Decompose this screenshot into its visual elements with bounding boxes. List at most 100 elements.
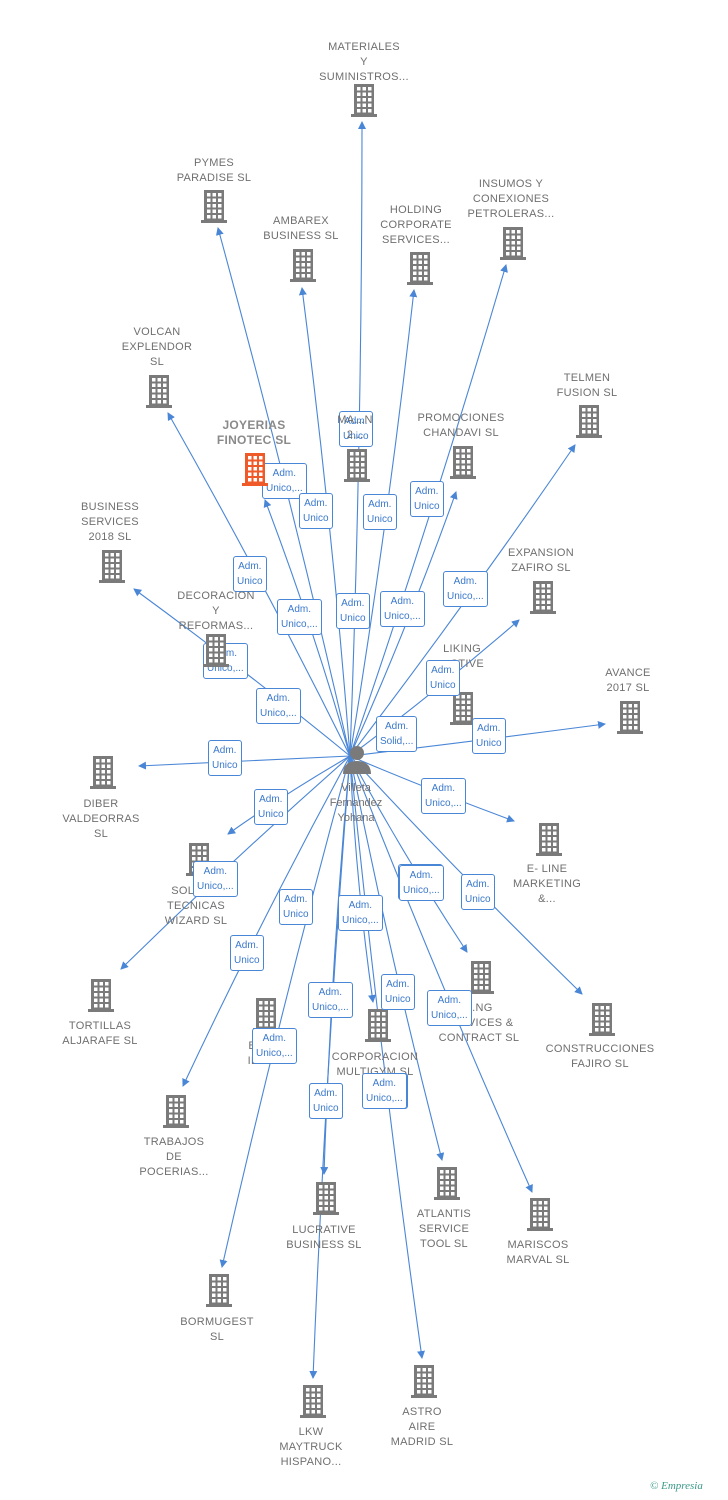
company-label-bormugest[interactable]: BORMUGEST SL [180, 1316, 254, 1343]
building-icon[interactable] [87, 754, 119, 790]
building-icon[interactable] [200, 632, 232, 668]
building-icon[interactable] [408, 1363, 440, 1399]
edge-astro [349, 755, 425, 1359]
company-label-materiales[interactable]: MATERIALES Y SUMINISTROS... [319, 41, 409, 83]
person-label: Villeta Fernandez Yohana [329, 782, 383, 824]
edge-mariscos [349, 755, 533, 1193]
company-label-construcciones[interactable]: CONSTRUCCIONES FAJIRO SL [545, 1043, 655, 1070]
relation-badge: Adm. Unico,... [399, 865, 444, 901]
brand-name: Empresia [661, 1480, 703, 1492]
building-icon[interactable] [497, 225, 529, 261]
building-icon[interactable] [250, 996, 282, 1032]
relation-badge: Adm. Unico [299, 493, 333, 529]
person-node[interactable] [322, 744, 392, 779]
company-label-diber[interactable]: DIBER VALDEORRAS SL [62, 798, 140, 840]
relation-badge: Adm. Unico,... [421, 778, 466, 814]
company-label-astro[interactable]: ASTRO AIRE MADRID SL [390, 1406, 454, 1448]
relation-badge: Adm. Unico [254, 789, 288, 825]
relation-badge: Adm. Unico,... [338, 895, 383, 931]
relation-badge: Adm. Unico [230, 935, 264, 971]
company-label-insumos[interactable]: INSUMOS Y CONEXIONES PETROLERAS... [467, 178, 555, 220]
company-label-eline[interactable]: E- LINE MARKETING &... [512, 863, 582, 905]
edge-atlantis [349, 755, 445, 1161]
edge-trabajos [182, 755, 351, 1087]
relation-badge: Adm. Unico [279, 889, 313, 925]
company-label-expansion[interactable]: EXPANSION ZAFIRO SL [507, 547, 575, 574]
company-label-volcan[interactable]: VOLCAN EXPLENDOR SL [121, 326, 193, 368]
relation-badge: Adm. Unico [208, 740, 242, 776]
building-icon[interactable] [447, 444, 479, 480]
building-icon[interactable] [160, 1093, 192, 1129]
relation-badge: Adm. Unico,... [380, 591, 425, 627]
building-icon[interactable] [431, 1165, 463, 1201]
company-label-joyerias[interactable]: JOYERIAS FINOTEC SL [216, 418, 292, 447]
building-icon[interactable] [524, 1196, 556, 1232]
relation-badge: Adm. Unico [472, 718, 506, 754]
building-icon[interactable] [310, 1180, 342, 1216]
relation-badge: Adm. Unico [339, 411, 373, 447]
building-icon[interactable] [465, 959, 497, 995]
company-label-tortillas[interactable]: TORTILLAS ALJARAFE SL [62, 1020, 138, 1047]
relation-badge: Adm. Unico [233, 556, 267, 592]
company-label-decoracion[interactable]: DECORACION Y REFORMAS... [177, 590, 255, 632]
building-icon[interactable] [533, 821, 565, 857]
company-label-mas[interactable]: MA...N 2... [337, 414, 373, 441]
company-label-trabajos[interactable]: TRABAJOS DE POCERIAS... [139, 1136, 209, 1178]
relation-badge: Adm. Unico [363, 494, 397, 530]
company-label-avance[interactable]: AVANCE 2017 SL [605, 667, 651, 694]
company-label-atlantis[interactable]: ATLANTIS SERVICE TOOL SL [416, 1208, 472, 1250]
relation-badge: Adm. Unico,... [256, 688, 301, 724]
building-icon[interactable] [297, 1383, 329, 1419]
relation-badge: Adm. Unico,... [252, 1028, 297, 1064]
building-icon[interactable] [614, 699, 646, 735]
building-icon[interactable] [447, 690, 479, 726]
company-label-ambarex[interactable]: AMBAREX BUSINESS SL [263, 215, 339, 242]
relation-badge: Adm. Unico,... [262, 463, 307, 499]
relation-badge: Adm. Unico,... [443, 571, 488, 607]
company-label-corporacion[interactable]: CORPORACION MULTIGYM SL [331, 1051, 419, 1078]
relation-badge: Adm. Unico,... [277, 599, 322, 635]
relation-badge: Adm. Unico,... [427, 990, 472, 1026]
company-label-telmen[interactable]: TELMEN FUSION SL [556, 372, 618, 399]
relation-badge: Adm. Unico [426, 660, 460, 696]
building-icon[interactable] [85, 977, 117, 1013]
building-icon[interactable] [527, 579, 559, 615]
edge-lkw [309, 755, 351, 1379]
edge-bormugest [219, 755, 351, 1268]
company-label-mariscos[interactable]: MARISCOS MARVAL SL [506, 1239, 570, 1266]
relation-badge: Adm. Unico,... [308, 982, 353, 1018]
company-label-promociones[interactable]: PROMOCIONES CHANDAVI SL [417, 412, 505, 439]
company-label-lucrative[interactable]: LUCRATIVE BUSINESS SL [286, 1224, 362, 1251]
building-icon[interactable] [573, 403, 605, 439]
company-label-liking[interactable]: LIKING ...CTIVE [440, 643, 484, 670]
building-icon[interactable] [341, 447, 373, 483]
edge-diber [138, 755, 351, 770]
company-label-pymes[interactable]: PYMES PARADISE SL [176, 157, 252, 184]
building-icon[interactable] [348, 82, 380, 118]
building-icon[interactable] [287, 247, 319, 283]
relation-badge: Adm. Unico,... [193, 861, 238, 897]
building-icon[interactable] [198, 188, 230, 224]
edge-ing [349, 755, 468, 953]
company-label-lkw[interactable]: LKW MAYTRUCK HISPANO... [279, 1426, 343, 1468]
edge-corporacion [349, 755, 376, 1003]
copyright-symbol: © [650, 1480, 659, 1492]
building-icon[interactable] [362, 1007, 394, 1043]
relation-badge: Adm. Unico [381, 974, 415, 1010]
building-icon[interactable] [96, 548, 128, 584]
relation-badge: Adm. Unico [336, 593, 370, 629]
relation-badge: Adm. Unico,... [362, 1073, 407, 1109]
building-icon[interactable] [586, 1001, 618, 1037]
relation-badge: Adm. Unico [461, 874, 495, 910]
company-label-holding[interactable]: HOLDING CORPORATE SERVICES... [380, 204, 452, 246]
person-icon [343, 746, 371, 774]
relation-badge: Adm. Unico [309, 1083, 343, 1119]
company-label-business2018[interactable]: BUSINESS SERVICES 2018 SL [80, 501, 140, 543]
relation-badge: Adm. Solid,... [376, 716, 418, 752]
building-icon[interactable] [404, 250, 436, 286]
building-icon[interactable] [239, 451, 271, 487]
building-icon[interactable] [203, 1272, 235, 1308]
footer-brand[interactable]: © Empresia [650, 1480, 703, 1492]
building-icon[interactable] [143, 373, 175, 409]
